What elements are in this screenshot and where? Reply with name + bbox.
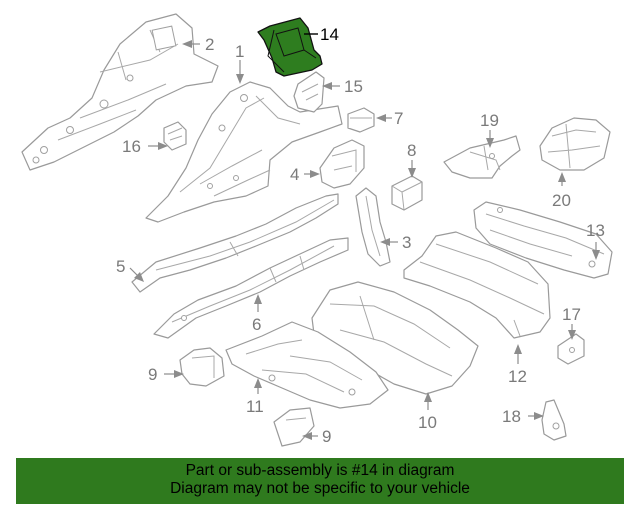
part-8-block[interactable] <box>391 175 423 211</box>
part-14-highlighted-bracket[interactable] <box>257 17 323 77</box>
callout-13: 13 <box>586 221 605 240</box>
callout-10: 10 <box>418 413 437 432</box>
callout-17: 17 <box>562 305 581 324</box>
parts-diagram: 2 1 14 15 7 16 4 8 19 20 3 5 6 13 12 17 … <box>21 13 613 447</box>
callout-numbers: 2 1 14 15 7 16 4 8 19 20 3 5 6 13 12 17 … <box>116 25 605 446</box>
callout-12: 12 <box>508 367 527 386</box>
callout-20: 20 <box>552 191 571 210</box>
callout-15: 15 <box>344 77 363 96</box>
banner-line-1: Part or sub-assembly is #14 in diagram <box>185 462 455 479</box>
part-13-cross-member[interactable] <box>473 201 613 279</box>
callout-9-upper: 9 <box>148 365 157 384</box>
part-9-bracket-upper[interactable] <box>179 347 225 387</box>
callout-7: 7 <box>394 109 403 128</box>
part-7-small-bracket[interactable] <box>347 107 375 133</box>
part-9-bracket-lower[interactable] <box>273 407 315 447</box>
part-19-bracket[interactable] <box>443 135 521 179</box>
part-16-bracket[interactable] <box>163 121 187 151</box>
banner-line-2: Diagram may not be specific to your vehi… <box>170 480 470 497</box>
part-1-side-member-assembly[interactable] <box>145 81 343 223</box>
callout-18: 18 <box>502 407 521 426</box>
part-2-quarter-inner-panel[interactable] <box>21 13 219 171</box>
part-20-panel[interactable] <box>539 117 611 171</box>
part-11-floor-panel[interactable] <box>225 321 389 409</box>
callout-19: 19 <box>480 111 499 130</box>
callout-5: 5 <box>116 257 125 276</box>
part-4-bracket[interactable] <box>319 139 365 189</box>
callout-2: 2 <box>205 35 214 54</box>
callout-9-lower: 9 <box>322 427 331 446</box>
info-banner: Part or sub-assembly is #14 in diagram D… <box>16 458 624 504</box>
callout-3: 3 <box>402 233 411 252</box>
part-12-channel[interactable] <box>403 231 551 339</box>
leader-lines <box>129 33 600 440</box>
part-18-bracket[interactable] <box>541 399 567 441</box>
part-15-bracket[interactable] <box>293 71 325 113</box>
callout-8: 8 <box>407 141 416 160</box>
callout-11: 11 <box>246 397 264 416</box>
part-5-long-rail[interactable] <box>131 193 339 293</box>
callout-1: 1 <box>235 42 244 61</box>
callout-4: 4 <box>290 165 299 184</box>
part-3-brace[interactable] <box>355 187 391 267</box>
callout-14-highlighted: 14 <box>320 25 339 44</box>
callout-16: 16 <box>122 137 141 156</box>
part-17-small-bracket[interactable] <box>557 333 585 365</box>
part-6-rail[interactable] <box>153 237 349 339</box>
callout-6: 6 <box>252 315 261 334</box>
